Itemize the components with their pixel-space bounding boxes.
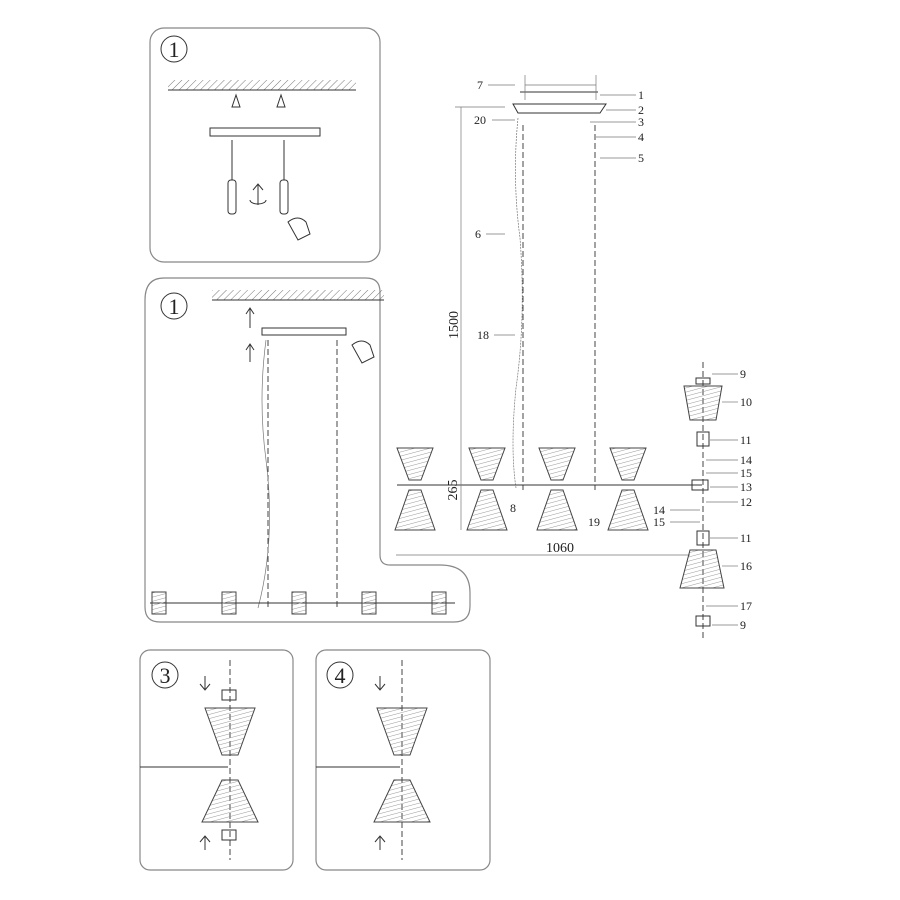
- step-1-panel: 1: [149, 27, 381, 263]
- lamp-holder: [696, 431, 710, 447]
- part-label: 13: [740, 480, 752, 494]
- hand-icon: [287, 217, 311, 241]
- lamp-shade: [376, 707, 428, 756]
- step-2-panel: 1: [144, 277, 471, 623]
- lamp-socket-ring: [221, 829, 237, 841]
- power-cable: [512, 117, 523, 489]
- canopy: [261, 327, 347, 336]
- rotate-arrow-icon: [249, 183, 267, 205]
- canopy: [512, 103, 607, 114]
- part-label: 15: [653, 515, 665, 529]
- rotate-arrow-icon: [199, 835, 211, 850]
- ceiling: [168, 80, 356, 90]
- part-label: 20: [474, 113, 486, 127]
- up-arrow-icon: [245, 307, 255, 362]
- height-dimension: 1500: [447, 311, 462, 339]
- part-label: 12: [740, 495, 752, 509]
- part-label: 14: [740, 453, 752, 467]
- part-label: 5: [638, 151, 644, 165]
- ceiling: [212, 290, 384, 300]
- part-label: 10: [740, 395, 752, 409]
- part-label: 18: [477, 328, 489, 342]
- part-label: 3: [638, 115, 644, 129]
- part-labels: 1 2 3 4 5 6 7 8 9 10 11 14 15 13 12 14 1…: [474, 78, 752, 632]
- part-label: 6: [475, 227, 481, 241]
- lamp-socket-ring: [221, 689, 237, 701]
- part-label: 14: [653, 503, 665, 517]
- main-diagram: 1500 265 1060 1 2 3: [394, 75, 752, 638]
- step-3-panel: 3: [139, 649, 294, 871]
- part-label: 19: [588, 515, 600, 529]
- screwdriver-icon: [227, 179, 237, 215]
- step-number: 4: [335, 663, 346, 688]
- step-4-panel: 4: [315, 649, 491, 871]
- lower-shade: [679, 549, 725, 589]
- step-number: 1: [169, 294, 180, 319]
- part-label: 11: [740, 433, 752, 447]
- lamp-shades: [394, 447, 649, 531]
- part-label: 8: [510, 501, 516, 515]
- step-number-badge: [160, 35, 188, 63]
- rotate-arrow-icon: [199, 676, 211, 691]
- shade-height-dimension: 265: [446, 480, 461, 501]
- bar-end: [691, 479, 709, 491]
- width-dimension: 1060: [546, 541, 574, 556]
- lamp-shade: [204, 707, 256, 756]
- rotate-arrow-icon: [374, 676, 386, 691]
- rotate-arrow-icon: [374, 835, 386, 850]
- socket-ring: [695, 377, 711, 385]
- anchor-icon: [231, 93, 286, 108]
- upper-shade: [683, 385, 723, 421]
- part-label: 9: [740, 367, 746, 381]
- mounting-bracket: [209, 127, 321, 137]
- step-number: 1: [169, 37, 180, 62]
- lamp-shade: [373, 779, 431, 823]
- step-number-badge: [160, 292, 188, 320]
- part-label: 9: [740, 618, 746, 632]
- part-label: 11: [740, 531, 752, 545]
- hand-icon: [351, 340, 375, 364]
- step-number-badge: [151, 661, 179, 689]
- part-label: 15: [740, 466, 752, 480]
- part-label: 4: [638, 130, 644, 144]
- screwdriver-icon: [279, 179, 289, 215]
- power-cable: [257, 339, 270, 609]
- socket-ring: [695, 615, 711, 627]
- step-number: 3: [160, 663, 171, 688]
- part-label: 16: [740, 559, 752, 573]
- part-label: 7: [477, 78, 483, 92]
- step-number-badge: [326, 661, 354, 689]
- part-label: 17: [740, 599, 752, 613]
- lamp-holder: [696, 530, 710, 546]
- part-label: 1: [638, 88, 644, 102]
- lamp-shade: [201, 779, 259, 823]
- part-label: 2: [638, 103, 644, 117]
